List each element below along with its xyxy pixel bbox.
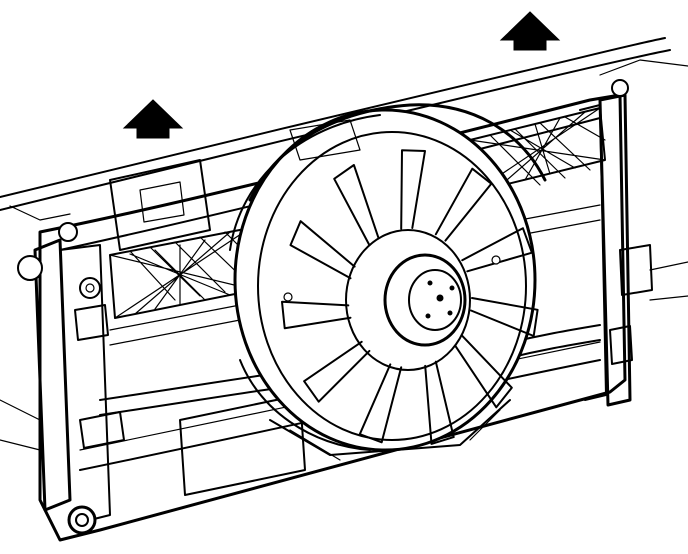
fan-blade — [424, 360, 455, 445]
left-fan-bolt — [79, 277, 101, 299]
left-connector — [74, 304, 109, 341]
fan-hub — [283, 229, 501, 371]
right-upper-clip — [611, 79, 629, 97]
fan-blade — [289, 220, 356, 280]
right-side-tank — [579, 79, 688, 407]
fan-blade — [454, 334, 513, 409]
left-mount-bushing — [17, 255, 43, 281]
shroud-skirt — [269, 399, 511, 461]
right-connector — [619, 244, 653, 296]
fan-blade — [434, 167, 493, 242]
fan-blade — [470, 297, 539, 337]
fan-blade — [333, 164, 380, 247]
fan-blade — [400, 149, 426, 230]
left-upper-clip — [58, 222, 78, 242]
left-side-tank — [0, 222, 125, 535]
fan-blade — [358, 363, 403, 444]
drain-plug — [67, 505, 97, 535]
fan-blade — [303, 340, 371, 403]
fan-shroud — [229, 103, 547, 452]
fan-blade — [281, 300, 352, 330]
fan-blades — [281, 149, 539, 445]
grille-left — [109, 227, 256, 319]
up-arrow-right — [499, 11, 561, 51]
upper-support-edge — [0, 37, 688, 221]
up-arrow-left — [122, 99, 184, 139]
